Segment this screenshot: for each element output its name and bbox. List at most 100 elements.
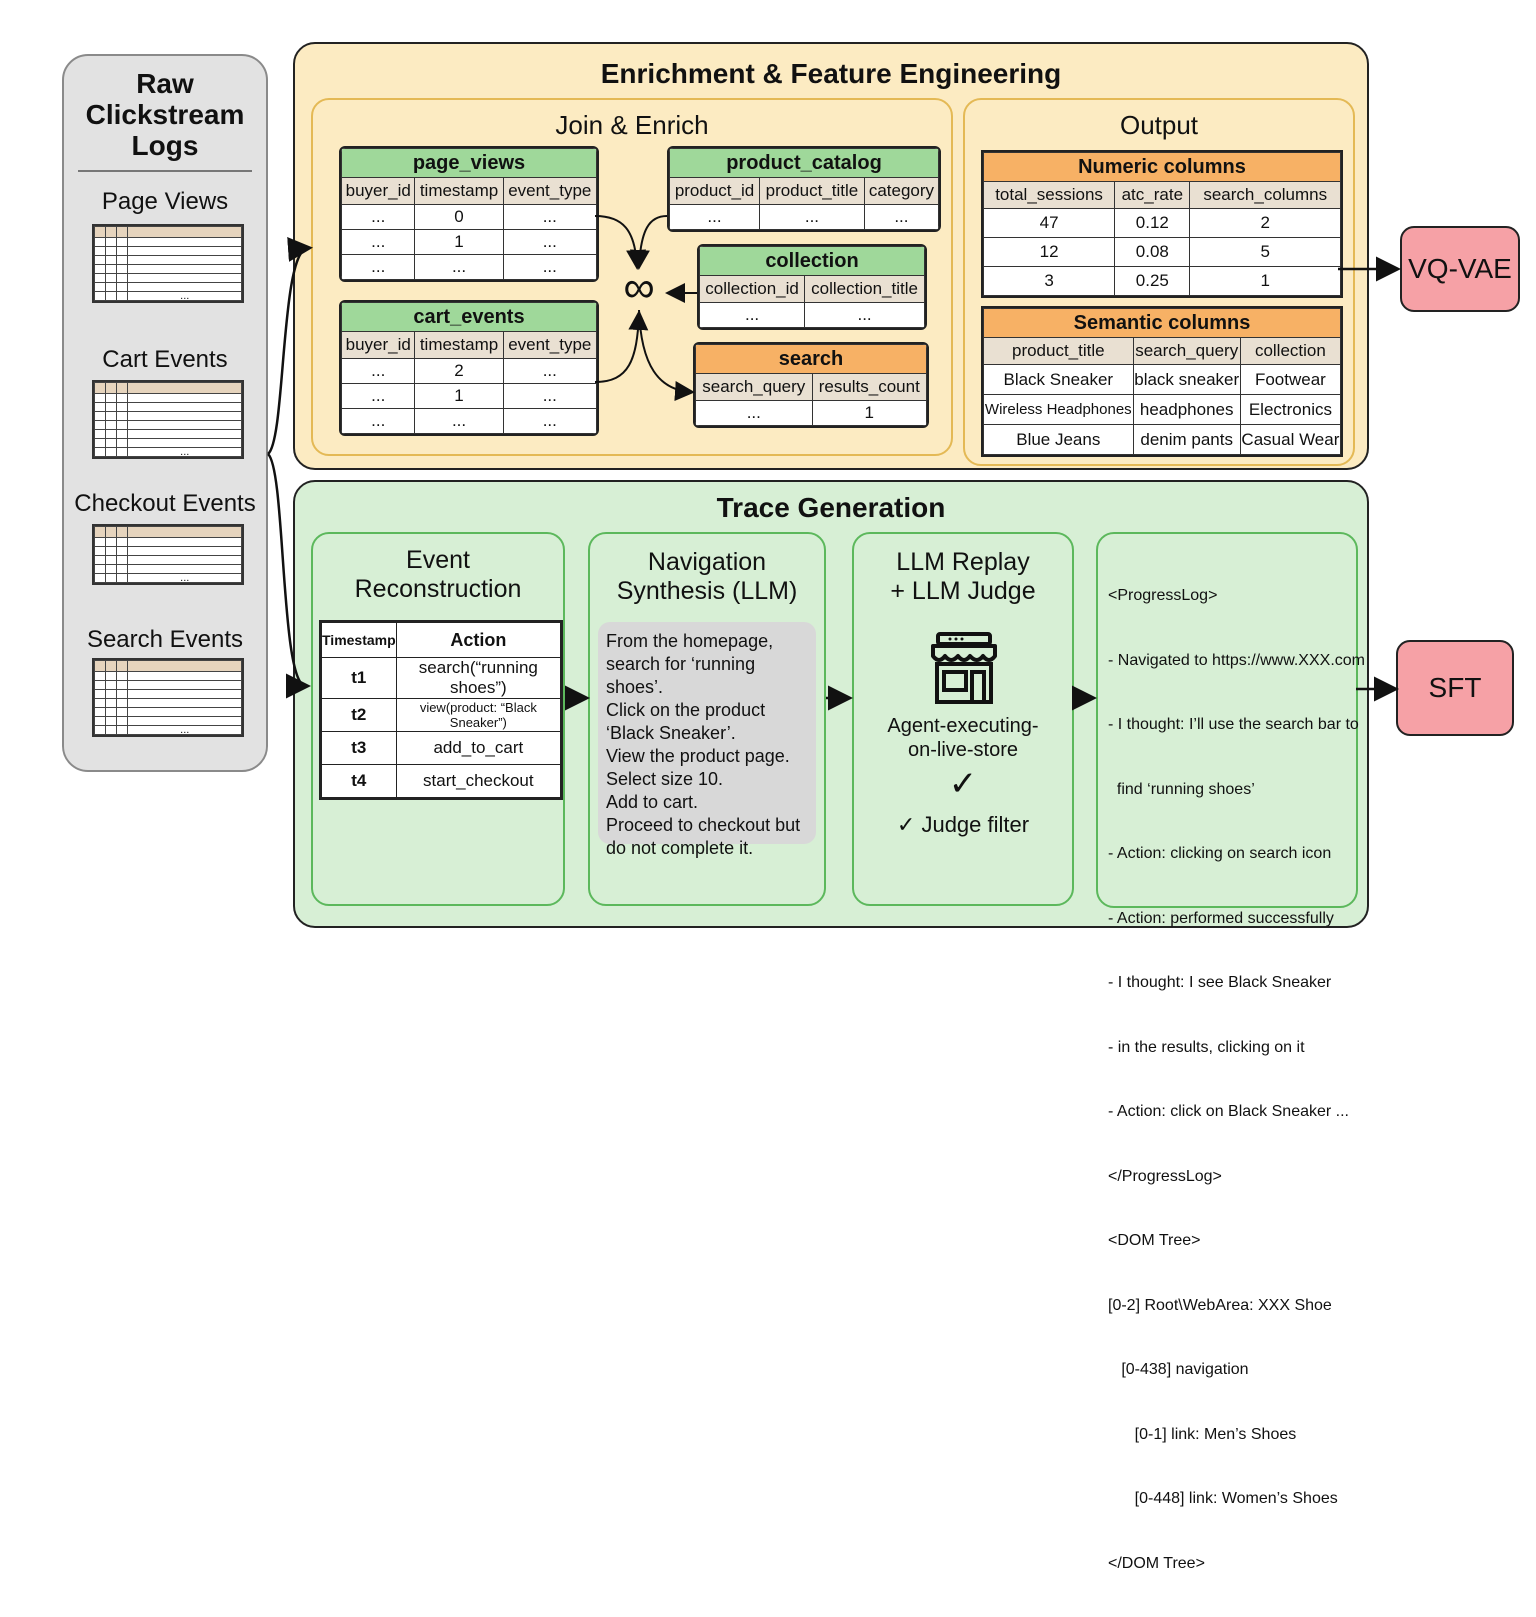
navigation-instructions: From the homepage, search for ‘running s… (598, 622, 816, 858)
numeric-columns-name: Numeric columns (983, 152, 1341, 182)
log-line: - Action: clicking on search icon (1108, 845, 1332, 862)
llm-replay-title: LLM Replay + LLM Judge (854, 548, 1072, 606)
cell: 12 (983, 237, 1116, 267)
trace-generation-panel: Trace Generation Event Reconstruction Ti… (293, 480, 1369, 1572)
cell: ... (341, 254, 416, 280)
cell: Black Sneaker (983, 364, 1134, 395)
vq-vae-node: VQ-VAE (1400, 226, 1520, 312)
cell: 1 (414, 383, 504, 409)
cell: Electronics (1239, 394, 1341, 425)
cell: ... (502, 358, 597, 384)
title-line: Reconstruction (354, 575, 522, 603)
raw-clickstream-title: Raw Clickstream Logs (64, 68, 266, 161)
cell: 0.08 (1114, 237, 1191, 267)
search-table-name: search (695, 344, 927, 374)
mini-table-search-events: ... (92, 658, 244, 737)
raw-title-line-1: Raw (136, 68, 194, 99)
semantic-columns-name: Semantic columns (983, 308, 1341, 338)
log-line: [0-2] Root\WebArea: XXX Shoe (1108, 1296, 1332, 1314)
col-header: category (863, 177, 939, 205)
log-line: - Action: click on Black Sneaker ... (1108, 1103, 1349, 1120)
log-line: - in the results, clicking on it (1108, 1038, 1305, 1056)
progress-log-text: <ProgressLog> - Navigated to https://www… (1108, 542, 1365, 1617)
product-catalog-table-name: product_catalog (669, 148, 939, 178)
cell: ... (502, 254, 597, 280)
col-header: collection (1239, 337, 1341, 365)
cell: Footwear (1239, 364, 1341, 395)
col-header: search_query (695, 373, 813, 401)
cell: Casual Wear (1239, 424, 1341, 455)
cell: ... (341, 383, 416, 409)
col-header: event_type (502, 331, 597, 359)
cart-events-table-name: cart_events (341, 302, 597, 332)
col-header: Timestamp (321, 622, 397, 658)
col-header: search_query (1132, 337, 1241, 365)
join-infinity-icon: ∞ (623, 263, 655, 312)
storefront-icon (931, 632, 997, 704)
log-line: </DOM Tree> (1108, 1554, 1205, 1572)
raw-title-line-3: Logs (131, 130, 199, 161)
mini-table-page-views: ... (92, 224, 244, 303)
cell: ... (341, 229, 416, 255)
col-header: Action (395, 622, 562, 658)
title-line: + LLM Judge (890, 577, 1036, 605)
log-line: - I thought: I’ll use the search bar to (1108, 716, 1359, 733)
cell: ... (863, 204, 939, 230)
cell: 5 (1189, 237, 1341, 267)
col-header: product_title (983, 337, 1134, 365)
cell: ... (341, 204, 416, 230)
log-line: [0-1] link: Men’s Shoes (1108, 1425, 1297, 1443)
cell: 0.25 (1114, 266, 1191, 296)
cell: Wireless Headphones (983, 394, 1134, 425)
mini-table-checkout-events: ... (92, 524, 244, 585)
enrichment-title: Enrichment & Feature Engineering (600, 58, 1062, 89)
log-line: <ProgressLog> (1108, 587, 1218, 604)
cell: add_to_cart (395, 731, 562, 765)
cell: t3 (321, 731, 397, 765)
judge-filter-label: ✓ Judge filter (896, 812, 1030, 837)
col-header: buyer_id (341, 177, 416, 205)
cell: ... (414, 254, 504, 280)
agent-label: Agent-executing- on-live-store (854, 714, 1072, 762)
cell: ... (695, 400, 813, 426)
sft-node: SFT (1396, 640, 1514, 736)
output-title: Output (1119, 110, 1199, 140)
cell: ... (341, 408, 416, 434)
cell: ... (502, 408, 597, 434)
col-header: search_columns (1189, 181, 1341, 209)
title-line: Navigation (647, 548, 767, 576)
cell: 0.12 (1114, 208, 1191, 238)
event-reconstruction-title: Event Reconstruction (313, 546, 563, 604)
raw-divider (78, 170, 252, 172)
col-header: atc_rate (1114, 181, 1191, 209)
raw-clickstream-panel: Raw Clickstream Logs Page Views ... Cart… (62, 54, 268, 772)
collection-table-name: collection (699, 246, 925, 276)
cell: black sneaker (1132, 364, 1241, 395)
cell: ... (414, 408, 504, 434)
log-line: - Action: performed successfully (1108, 909, 1334, 927)
col-header: total_sessions (983, 181, 1116, 209)
log-line: - I thought: I see Black Sneaker (1108, 974, 1332, 991)
cell: ... (699, 302, 806, 328)
log-line: [0-448] link: Women’s Shoes (1108, 1490, 1338, 1507)
cell: ... (669, 204, 761, 230)
page-views-table-name: page_views (341, 148, 597, 178)
cell: denim pants (1132, 424, 1241, 455)
navigation-synthesis-title: Navigation Synthesis (LLM) (590, 548, 824, 606)
cell: ... (341, 358, 416, 384)
cell: view(product: “Black Sneaker”) (395, 698, 562, 732)
source-label-search-events: Search Events (86, 626, 244, 653)
navigation-synthesis-box: Navigation Synthesis (LLM) From the home… (588, 532, 826, 906)
cell: t4 (321, 764, 397, 798)
cell: ... (502, 204, 597, 230)
join-enrich-title: Join & Enrich (555, 110, 709, 140)
cell: ... (502, 383, 597, 409)
